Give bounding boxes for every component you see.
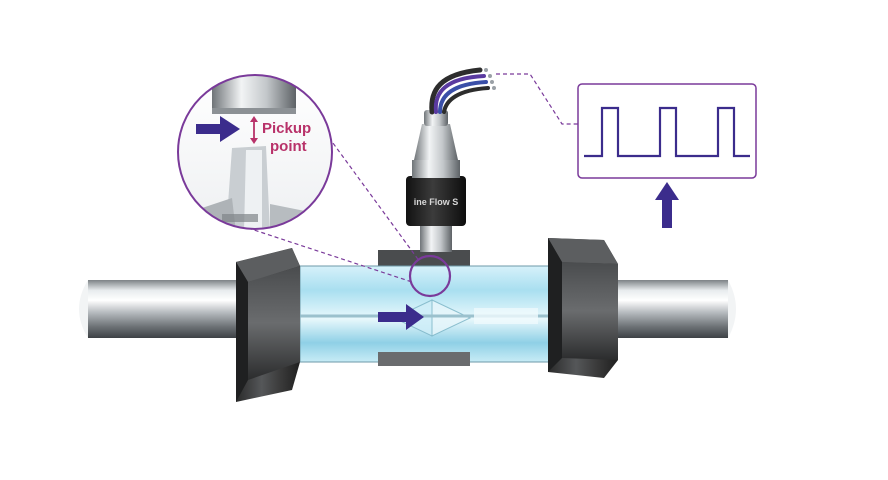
housing-base [378, 352, 470, 366]
pickup-zoom-inset: Pickup point [177, 74, 333, 230]
pickup-sensor: ine Flow S [406, 67, 496, 252]
signal-up-arrow [655, 182, 679, 228]
turbine-rotor [300, 299, 550, 337]
sensor-cables [429, 67, 496, 115]
callout-leader-lines [247, 73, 578, 283]
pickup-arrow [196, 116, 240, 142]
pickup-label-line1: Pickup [262, 120, 311, 137]
sensor-hex-base [420, 222, 452, 252]
pickup-highlight-ring [408, 254, 452, 298]
pulse-box-frame [577, 83, 757, 179]
pipe-right-fade [728, 280, 736, 338]
square-wave-signal [584, 106, 750, 158]
sensor-connector [414, 124, 458, 160]
zoom-inset-border [177, 74, 333, 230]
flow-direction-arrow [378, 304, 424, 330]
pipe-left-fade [79, 280, 88, 338]
right-hex-nut [548, 238, 618, 378]
left-hex-nut [236, 248, 300, 402]
sensor-cap [424, 110, 448, 126]
pickup-gap-indicator [250, 116, 258, 144]
sensor-body [406, 176, 466, 226]
pulse-output-box [577, 83, 757, 179]
pickup-label-line2: point [270, 138, 307, 155]
meter-housing [299, 250, 551, 366]
sensor-body-label: ine Flow S [414, 197, 459, 207]
sensor-collar [412, 160, 460, 178]
